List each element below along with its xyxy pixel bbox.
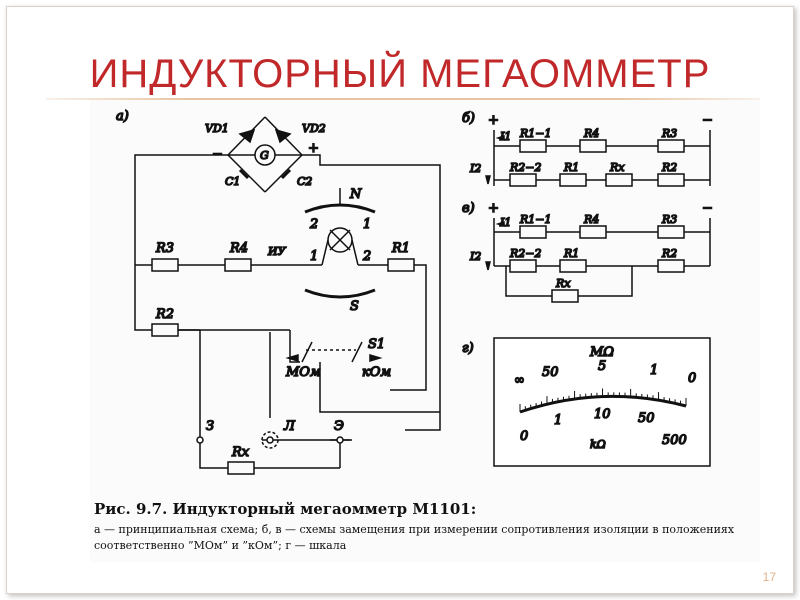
generator-label: G [260,149,269,162]
panel-b-plus: + [488,113,499,128]
scale-bottom-tick-2: 10 [594,407,611,422]
panel-b-r4: R4 [583,127,599,140]
panel-c-r22: R2−2 [509,247,542,260]
terminal-e-label: Э [334,419,344,434]
panel-c-i2: I2 [469,250,481,263]
slide-title: ИНДУКТОРНЫЙ МЕГАОММЕТР [89,52,711,96]
panel-b-r3: R3 [661,127,677,140]
circuit-figure: а) VD1 VD2 C1 C2 G − + [90,100,760,562]
panel-c-rx: Rx [555,277,571,290]
capacitor-c1-icon [238,168,250,180]
terminal-z-label: З [206,419,214,434]
iu-label: ИУ [267,245,287,258]
panel-d-label: г) [462,341,474,356]
panel-b-i1: I1 [499,130,511,143]
panel-c-minus: − [702,201,713,216]
r2-label: R2 [155,307,174,322]
panel-b-r22: R2−2 [509,161,542,174]
resistor-rx-icon [227,461,255,475]
coil-pin-1-bottom: 1 [310,249,318,264]
panel-b-r2: R2 [661,161,677,174]
panel-b-label: б) [462,111,475,126]
rx-label: Rx [231,445,250,460]
vd1-label: VD1 [205,122,229,135]
panel-a-label: а) [116,109,129,124]
scale-bottom-tick-4: 500 [662,433,687,448]
panel-c-r4: R4 [583,213,599,226]
scale-top-tick-3: 1 [650,363,658,378]
panel-b-circuit [485,130,711,187]
panel-c-r3: R3 [661,213,677,226]
panel-b-rx: Rx [609,161,625,174]
scale-bottom-tick-3: 50 [638,411,655,426]
panel-b-r11: R1−1 [519,127,552,140]
switch-mohm-label: МОм [285,365,321,380]
magnet-system [304,188,376,299]
magnet-s-label: S [350,299,359,314]
terminal-z-icon [196,436,204,444]
scale-top-tick-4: 0 [688,371,696,386]
resistor-r2-icon [151,323,179,337]
r4-label: R4 [229,241,248,256]
coil-pin-2-top: 2 [309,217,318,232]
figure-caption: Рис. 9.7. Индукторный мегаомметр М1101: … [94,500,756,554]
main-wiring [134,154,441,475]
terminal-l-icon [266,436,274,444]
resistor-r4-icon [224,258,252,272]
vd2-label: VD2 [302,122,326,135]
panel-c-label: в) [462,201,475,216]
scale-top-tick-1: 50 [542,365,559,380]
scale-bottom-tick-0: 0 [520,429,528,444]
scale-bottom-tick-1: 1 [554,413,562,428]
scale-ticks [519,388,687,412]
rectifier-bridge [227,116,303,193]
scale-unit-top: MΩ [589,345,614,360]
bridge-plus-label: + [308,141,319,156]
resistor-r3-icon [151,258,179,272]
diode-vd1-icon [238,128,256,144]
coil-pin-1-top: 1 [363,217,371,232]
coil-pin-2-bottom: 2 [362,249,371,264]
generator-icon [254,144,276,166]
scale-arc [519,394,687,414]
c1-label: C1 [225,175,240,188]
title-divider [46,98,760,100]
magnet-n-label: N [349,187,362,202]
scale-top-tick-0: ∞ [514,373,525,388]
panel-c-i1: I1 [499,216,511,229]
scale-top-tick-2: 5 [598,359,606,374]
switch-s1 [285,341,383,363]
arrow-left-icon [285,353,299,363]
diode-vd2-icon [274,128,292,144]
caption-title: Рис. 9.7. Индукторный мегаомметр М1101: [94,500,477,518]
panel-c-r2: R2 [661,247,677,260]
capacitor-c2-icon [280,168,292,180]
circuit-diagram: а) VD1 VD2 C1 C2 G − + [115,108,714,475]
terminal-l-guard-icon [261,431,279,449]
arrow-right-icon [369,353,383,363]
panel-c-r1: R1 [563,247,579,260]
scale-unit-bottom: kΩ [590,438,606,451]
panel-c-r11: R1−1 [519,213,552,226]
page-number: 17 [762,570,776,584]
panel-c-circuit [485,218,711,303]
resistor-r1-icon [387,258,415,272]
r3-label: R3 [155,241,174,256]
c2-label: C2 [297,175,312,188]
terminal-l-label: Л [283,419,296,434]
terminal-e-icon [336,436,344,444]
panel-b-i2: I2 [469,162,481,175]
switch-kohm-label: кОм [362,365,391,380]
panel-b-minus: − [702,113,713,128]
s1-label: S1 [368,337,385,352]
panel-c-plus: + [488,201,499,216]
panel-b-r1: R1 [563,161,579,174]
r1-label: R1 [391,241,410,256]
caption-text: а — принципиальная схема; б, в — схемы з… [94,523,735,552]
